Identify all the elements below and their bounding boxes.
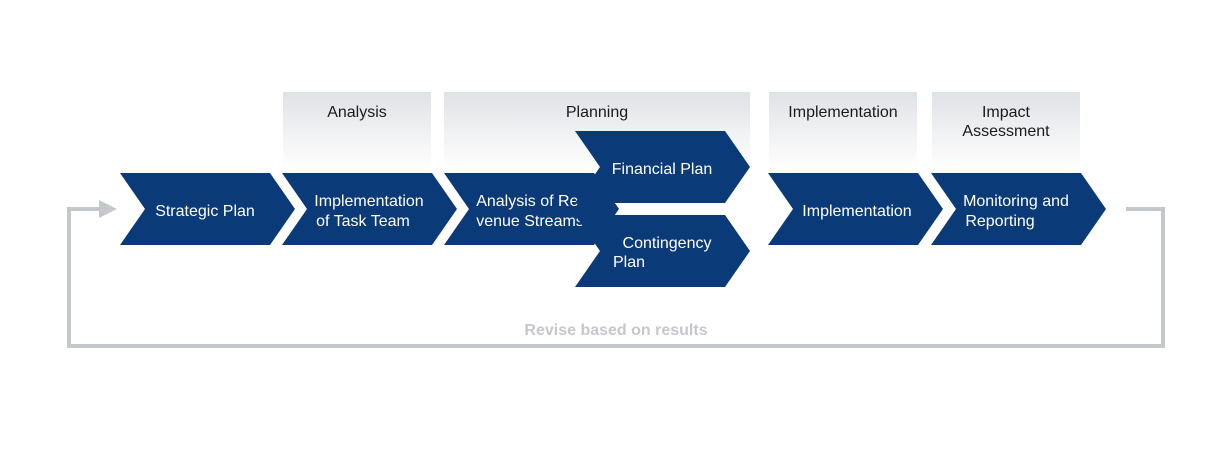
step-implementation-of-task-team: Implementation of Task Team bbox=[282, 173, 457, 245]
phase-label-implementation: Implementation bbox=[788, 104, 897, 121]
phase-label-impact-line-2: Assessment bbox=[962, 123, 1050, 140]
chevron-shape bbox=[282, 173, 457, 245]
step-label-line-1: Monitoring and bbox=[963, 193, 1069, 210]
loop-label: Revise based on results bbox=[524, 322, 707, 339]
chevron-shape bbox=[575, 215, 750, 287]
chevron-shape bbox=[120, 173, 295, 245]
phase-label-impact-line-1: Impact bbox=[982, 104, 1031, 121]
step-label-line-1: Contingency bbox=[623, 235, 712, 252]
step-label: Financial Plan bbox=[612, 161, 713, 178]
step-label: Implementation bbox=[802, 203, 911, 220]
phase-label-analysis: Analysis bbox=[327, 104, 387, 121]
phase-header-impact-assessment: Impact Assessment bbox=[932, 92, 1080, 170]
loop-line bbox=[67, 207, 1165, 348]
phase-header-box bbox=[769, 92, 917, 170]
phase-header-analysis: Analysis bbox=[283, 92, 431, 170]
loop-arrowhead-icon bbox=[99, 200, 117, 218]
feedback-loop: Revise based on results bbox=[67, 200, 1165, 348]
step-label: Strategic Plan bbox=[155, 203, 255, 220]
step-implementation: Implementation bbox=[768, 173, 943, 245]
step-financial-plan: Financial Plan bbox=[575, 131, 750, 203]
step-monitoring-and-reporting: Monitoring and Reporting bbox=[931, 173, 1106, 245]
step-strategic-plan: Strategic Plan bbox=[120, 173, 295, 245]
chevron-shape bbox=[931, 173, 1106, 245]
step-contingency-plan: Contingency Plan bbox=[575, 215, 750, 287]
phase-header-implementation: Implementation bbox=[769, 92, 917, 170]
step-label-line-2: of Task Team bbox=[316, 213, 410, 230]
step-label-line-1: Implementation bbox=[314, 193, 423, 210]
step-analysis-of-revenue-streams: Analysis of Re- venue Streams bbox=[444, 173, 619, 245]
phase-header-box bbox=[932, 92, 1080, 170]
step-label-line-2: Reporting bbox=[965, 213, 1034, 230]
step-label-line-2: Plan bbox=[613, 254, 645, 271]
phase-label-planning: Planning bbox=[566, 104, 628, 121]
step-label-line-1: Analysis of Re- bbox=[476, 193, 584, 210]
chevron-shape bbox=[444, 173, 619, 245]
phase-header-box bbox=[283, 92, 431, 170]
chevron-shape bbox=[768, 173, 943, 245]
chevron-shape bbox=[575, 131, 750, 203]
step-label-line-2: venue Streams bbox=[476, 213, 584, 230]
